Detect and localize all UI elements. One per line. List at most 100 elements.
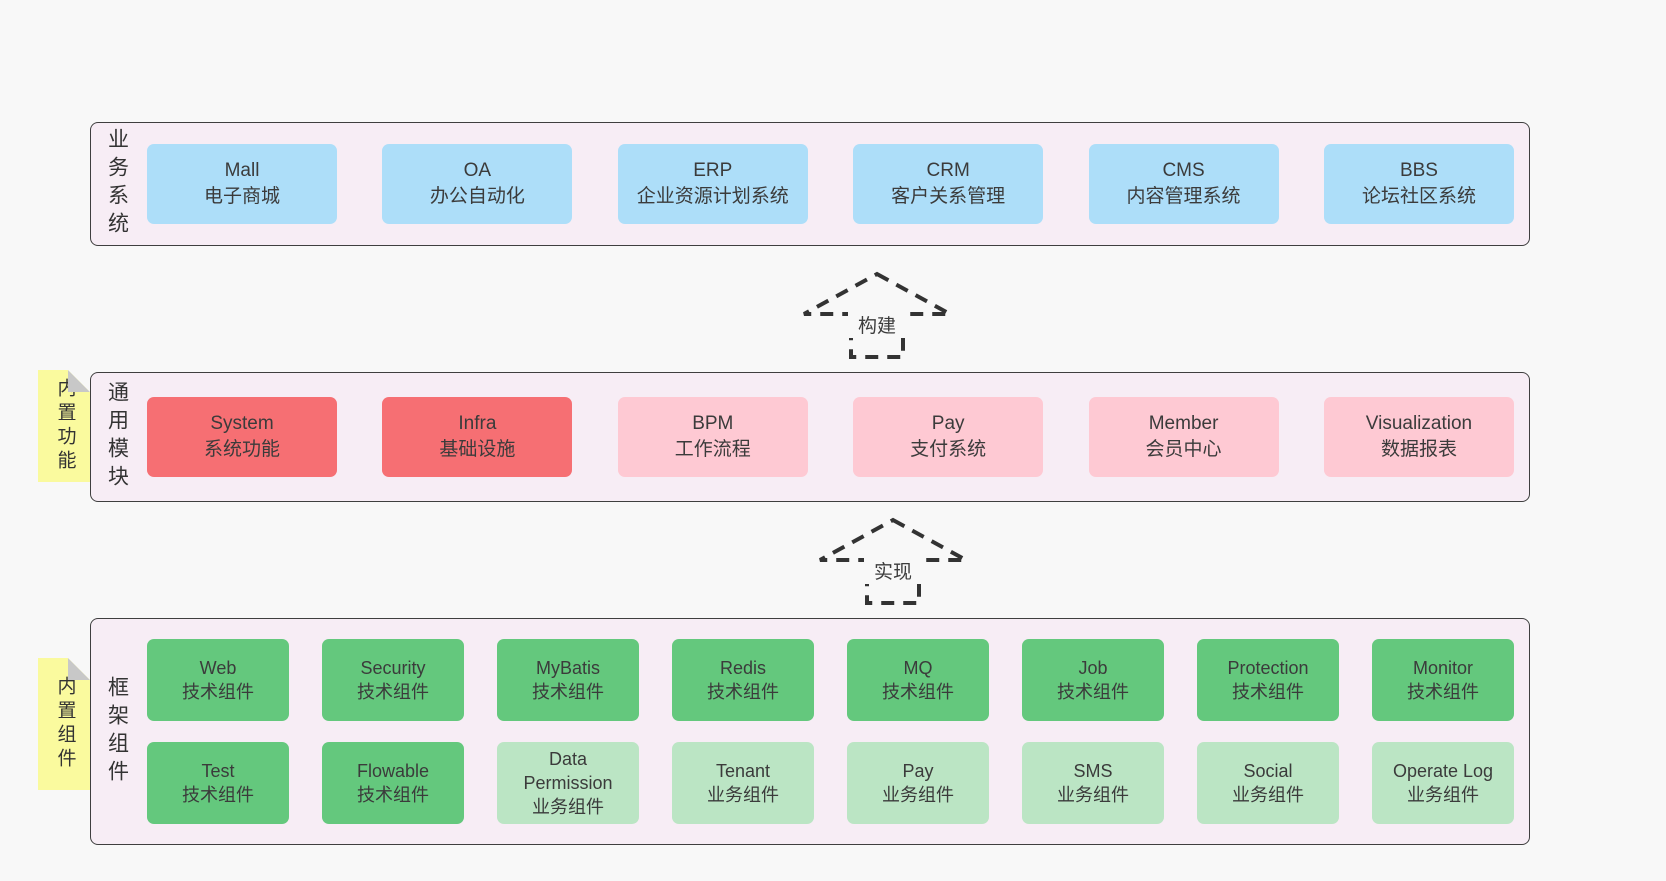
band-framework-label: 框架组件 <box>105 675 129 788</box>
arrow-build-label: 构建 <box>848 311 906 338</box>
box-name: MyBatis <box>535 658 600 678</box>
box-subtitle: 业务组件 <box>532 797 604 817</box>
box-name: Mall <box>224 160 260 181</box>
box-job: Job 技术组件 <box>1022 639 1164 721</box>
box-sms: SMS 业务组件 <box>1022 742 1164 824</box>
box-subtitle: 业务组件 <box>707 785 779 805</box>
box-subtitle: 电子商城 <box>203 186 280 207</box>
band-framework-grid: Web 技术组件 Security 技术组件 MyBatis 技术组件 Redi… <box>143 619 1529 844</box>
box-subtitle: 技术组件 <box>1407 682 1479 702</box>
box-name: Web <box>199 658 237 678</box>
box-oa: OA 办公自动化 <box>382 144 573 224</box>
box-name: Monitor <box>1412 658 1474 678</box>
box-bbs: BBS 论坛社区系统 <box>1323 144 1514 224</box>
band-business-row: Mall 电子商城 OA 办公自动化 ERP 企业资源计划系统 CRM 客户关系… <box>143 123 1529 245</box>
box-name: Visualization <box>1365 413 1473 434</box>
box-name: Tenant <box>715 761 771 781</box>
box-name: SMS <box>1073 761 1113 781</box>
box-name: Pay <box>902 761 934 781</box>
box-pay-biz: Pay 业务组件 <box>847 742 989 824</box>
box-subtitle: 技术组件 <box>357 682 429 702</box>
box-subtitle: 论坛社区系统 <box>1361 186 1476 207</box>
box-name: ERP <box>693 160 733 181</box>
box-cms: CMS 内容管理系统 <box>1088 144 1279 224</box>
arrow-implement-label: 实现 <box>864 557 922 584</box>
box-pay: Pay 支付系统 <box>853 397 1044 477</box>
box-name: Flowable <box>356 761 430 781</box>
box-mall: Mall 电子商城 <box>147 144 337 224</box>
box-system: System 系统功能 <box>147 397 337 477</box>
band-framework-components: 框架组件 Web 技术组件 Security 技术组件 MyBatis 技术组件… <box>90 618 1530 845</box>
box-name: Social <box>1243 761 1293 781</box>
box-name: Infra <box>458 413 497 434</box>
box-web: Web 技术组件 <box>147 639 289 721</box>
folded-corner-icon <box>68 658 90 680</box>
box-subtitle: 技术组件 <box>707 682 779 702</box>
box-subtitle: 系统功能 <box>203 439 280 460</box>
box-operate-log: Operate Log 业务组件 <box>1372 742 1514 824</box>
box-name: OA <box>463 160 492 181</box>
box-name: Redis <box>719 658 767 678</box>
arrow-up-build <box>803 271 951 359</box>
box-subtitle: 技术组件 <box>357 785 429 805</box>
box-subtitle: 技术组件 <box>882 682 954 702</box>
box-subtitle: 企业资源计划系统 <box>636 186 789 207</box>
box-social: Social 业务组件 <box>1197 742 1339 824</box>
box-monitor: Monitor 技术组件 <box>1372 639 1514 721</box>
band-modules-label: 通用模块 <box>105 381 129 493</box>
box-mq: MQ 技术组件 <box>847 639 989 721</box>
box-bpm: BPM 工作流程 <box>617 397 808 477</box>
box-tenant: Tenant 业务组件 <box>672 742 814 824</box>
box-erp: ERP 企业资源计划系统 <box>617 144 808 224</box>
band-business-label: 业务系统 <box>105 128 129 240</box>
box-subtitle: 工作流程 <box>674 439 751 460</box>
box-name: BBS <box>1399 160 1438 181</box>
band-common-modules: 通用模块 System 系统功能 Infra 基础设施 BPM 工作流程 Pay… <box>90 372 1530 502</box>
box-subtitle: 业务组件 <box>882 785 954 805</box>
box-subtitle: 业务组件 <box>1407 785 1479 805</box>
box-subtitle: 业务组件 <box>1057 785 1129 805</box>
note-built-in-features: 内置功能 <box>38 370 90 482</box>
box-name: Operate Log <box>1392 761 1494 781</box>
arrow-up-implement <box>819 517 967 605</box>
box-subtitle: 业务组件 <box>1232 785 1304 805</box>
box-visualization: Visualization 数据报表 <box>1323 397 1514 477</box>
box-protection: Protection 技术组件 <box>1197 639 1339 721</box>
box-subtitle: 技术组件 <box>182 785 254 805</box>
box-name: Test <box>201 761 235 781</box>
box-security: Security 技术组件 <box>322 639 464 721</box>
box-name: Security <box>360 658 426 678</box>
band-business-systems: 业务系统 Mall 电子商城 OA 办公自动化 ERP 企业资源计划系统 CRM… <box>90 122 1530 246</box>
box-subtitle: 技术组件 <box>1057 682 1129 702</box>
box-name: Job <box>1078 658 1108 678</box>
band-modules-row: System 系统功能 Infra 基础设施 BPM 工作流程 Pay 支付系统… <box>143 373 1529 501</box>
box-infra: Infra 基础设施 <box>382 397 573 477</box>
box-subtitle: 办公自动化 <box>429 186 525 207</box>
box-name: CMS <box>1162 160 1205 181</box>
box-subtitle: 基础设施 <box>439 439 516 460</box>
box-name: Protection <box>1227 658 1309 678</box>
box-name: Member <box>1148 413 1219 434</box>
box-subtitle: 技术组件 <box>1232 682 1304 702</box>
box-member: Member 会员中心 <box>1088 397 1279 477</box>
box-subtitle: 技术组件 <box>182 682 254 702</box>
box-crm: CRM 客户关系管理 <box>853 144 1044 224</box>
box-name: Data Permission <box>523 749 613 793</box>
box-subtitle: 会员中心 <box>1145 439 1222 460</box>
box-subtitle: 技术组件 <box>532 682 604 702</box>
box-flowable: Flowable 技术组件 <box>322 742 464 824</box>
box-name: BPM <box>692 413 734 434</box>
box-mybatis: MyBatis 技术组件 <box>497 639 639 721</box>
box-name: System <box>210 413 274 434</box>
box-redis: Redis 技术组件 <box>672 639 814 721</box>
box-subtitle: 客户关系管理 <box>891 186 1006 207</box>
box-subtitle: 数据报表 <box>1380 439 1457 460</box>
box-name: MQ <box>903 658 933 678</box>
note-built-in-components: 内置组件 <box>38 658 90 790</box>
folded-corner-icon <box>68 370 90 392</box>
box-subtitle: 支付系统 <box>910 439 987 460</box>
box-subtitle: 内容管理系统 <box>1126 186 1241 207</box>
box-name: Pay <box>931 413 965 434</box>
box-test: Test 技术组件 <box>147 742 289 824</box>
box-data-permission: Data Permission 业务组件 <box>497 742 639 824</box>
